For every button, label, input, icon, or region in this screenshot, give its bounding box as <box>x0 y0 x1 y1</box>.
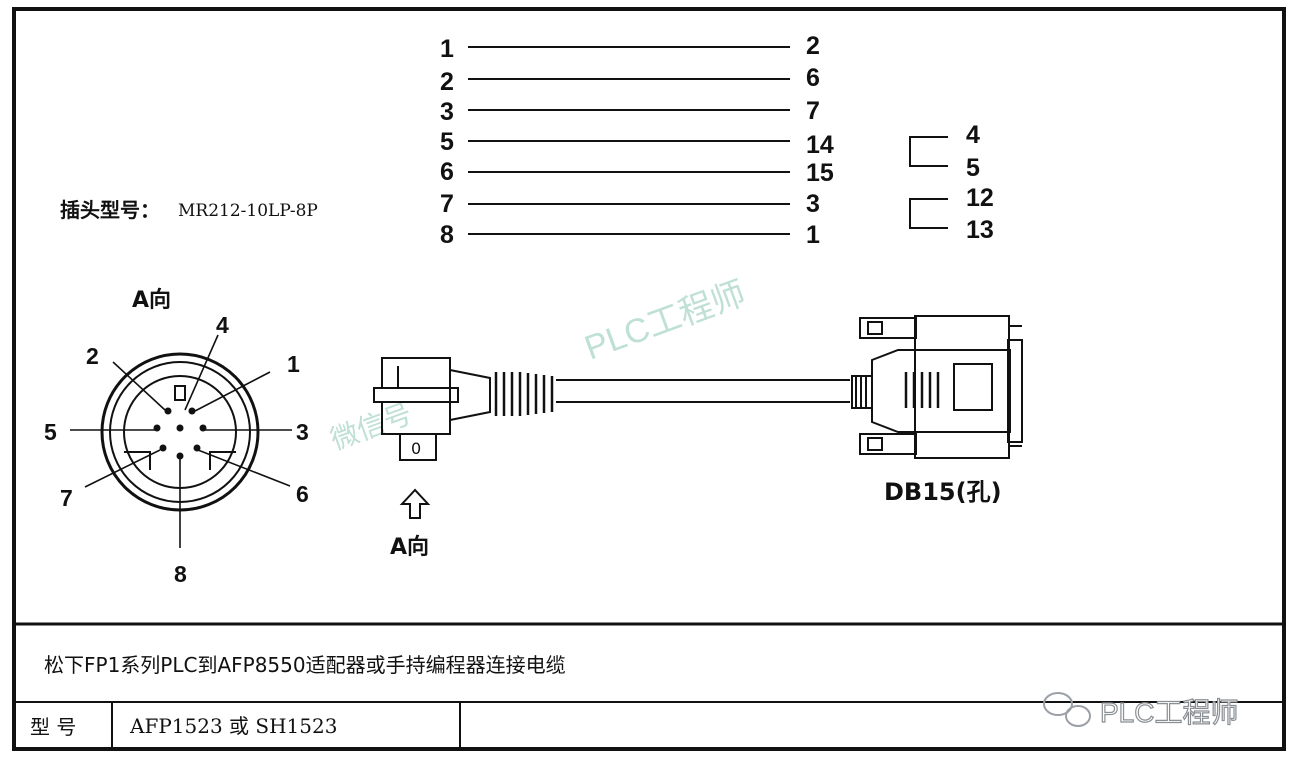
jumper-12-13-from: 12 <box>966 184 994 212</box>
pin-row-6-left: 7 <box>440 190 454 218</box>
brand-text: PLC工程师 <box>1100 697 1238 728</box>
circular-pin-3: 3 <box>296 419 309 445</box>
footer-title: 松下FP1系列PLC到AFP8550适配器或手持编程器连接电缆 <box>44 653 566 677</box>
pin-row-3-left: 3 <box>440 98 454 126</box>
circular-pin-6: 6 <box>296 481 309 507</box>
pin-row-2-right: 6 <box>806 64 820 92</box>
plug-model-label: 插头型号： <box>60 198 160 222</box>
jumper-4-5: 4 5 <box>909 121 980 182</box>
pin-row-6-right: 3 <box>806 190 820 218</box>
pin-row-4-left: 5 <box>440 128 454 156</box>
pin-row-4-right: 14 <box>806 131 834 159</box>
pin-row-1-right: 2 <box>806 32 820 60</box>
circular-pin-2: 2 <box>86 343 99 369</box>
circular-pin-8: 8 <box>174 561 187 587</box>
brand-badge: PLC工程师 <box>1043 692 1239 729</box>
watermark-faint: 微信号 <box>326 398 416 456</box>
pin-row-7-left: 8 <box>440 221 454 249</box>
chat-icon <box>1043 692 1091 727</box>
plug-mark: 0 <box>411 439 421 458</box>
view-a-arrow-label: A向 <box>390 534 429 560</box>
circular-pin-1: 1 <box>287 351 300 377</box>
circular-pin-5: 5 <box>44 419 57 445</box>
view-a-label: A向 <box>132 287 171 313</box>
plug-model-value: MR212-10LP-8P <box>178 201 318 221</box>
jumper-4-5-to: 5 <box>966 154 980 182</box>
footer-model-value: AFP1523 或 SH1523 <box>129 714 337 738</box>
circular-pin-7: 7 <box>60 485 73 511</box>
pin-row-3-right: 7 <box>806 97 820 125</box>
footer-model-label: 型 号 <box>30 715 76 739</box>
pin-row-2-left: 2 <box>440 68 454 96</box>
db15-label: DB15(孔) <box>884 478 1002 506</box>
pin-row-7-right: 1 <box>806 221 820 249</box>
drawing-frame <box>12 7 1286 751</box>
jumper-4-5-from: 4 <box>966 121 980 149</box>
circular-connector-face: 4 2 1 5 3 7 6 8 <box>44 312 309 587</box>
cable <box>556 379 850 403</box>
jumper-12-13: 12 13 <box>909 184 994 244</box>
circular-pin-4: 4 <box>216 312 229 338</box>
db15-connector <box>851 315 1023 459</box>
pin-row-1-left: 1 <box>440 35 454 63</box>
pin-connection-table: 1 2 2 6 3 7 5 14 6 15 7 3 8 1 <box>440 32 834 249</box>
right-angle-plug <box>373 357 554 461</box>
pin-row-5-right: 15 <box>806 159 834 187</box>
watermark: PLC工程师 <box>580 274 751 367</box>
view-direction-arrow-icon <box>399 488 431 519</box>
pin-row-5-left: 6 <box>440 158 454 186</box>
jumper-12-13-to: 13 <box>966 216 994 244</box>
